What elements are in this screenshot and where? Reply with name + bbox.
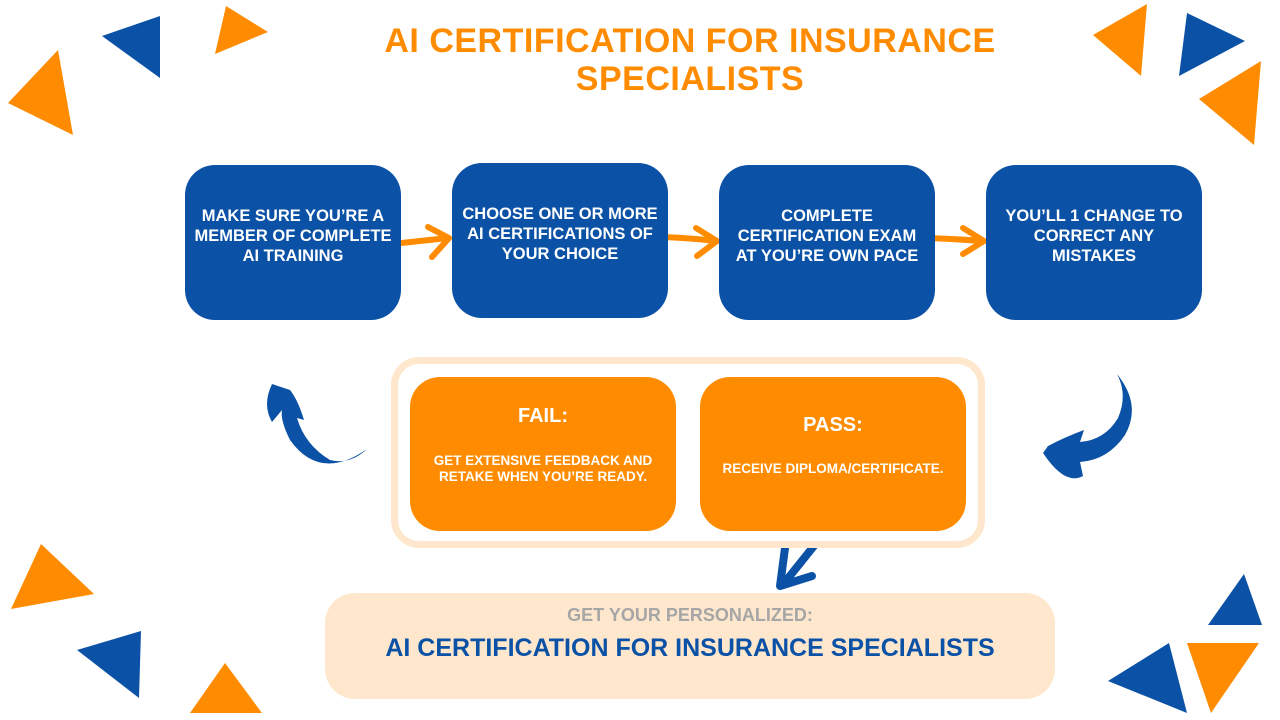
curved-arrow-down-left-icon bbox=[1043, 374, 1132, 479]
step-4-text: YOU’LL 1 CHANGE TO CORRECT ANY MISTAKES bbox=[1005, 206, 1183, 265]
triangle-icon bbox=[8, 50, 73, 135]
curved-arrow-up-icon bbox=[267, 384, 367, 464]
step-1-box: MAKE SURE YOU’RE A MEMBER OF COMPLETE AI… bbox=[185, 165, 401, 320]
final-title: AI CERTIFICATION FOR INSURANCE SPECIALIS… bbox=[385, 634, 995, 662]
triangle-icon bbox=[1208, 574, 1262, 625]
fail-heading: FAIL: bbox=[518, 405, 568, 427]
triangle-icon bbox=[77, 631, 141, 698]
triangle-icon bbox=[1093, 4, 1147, 76]
step-1-text: MAKE SURE YOU’RE A MEMBER OF COMPLETE AI… bbox=[194, 206, 392, 265]
step-3-box: COMPLETE CERTIFICATION EXAM AT YOU’RE OW… bbox=[719, 165, 935, 320]
triangle-icon bbox=[1199, 61, 1261, 145]
step-2-text: CHOOSE ONE OR MORE AI CERTIFICATIONS OF … bbox=[462, 204, 658, 263]
pass-heading: PASS: bbox=[803, 414, 863, 436]
fail-text: GET EXTENSIVE FEEDBACK AND RETAKE WHEN Y… bbox=[433, 453, 653, 484]
triangle-icon bbox=[215, 6, 268, 54]
fail-result-box: FAIL: GET EXTENSIVE FEEDBACK AND RETAKE … bbox=[410, 377, 676, 531]
triangle-icon bbox=[102, 16, 160, 78]
step-2-box: CHOOSE ONE OR MORE AI CERTIFICATIONS OF … bbox=[452, 163, 668, 318]
triangle-icon bbox=[1187, 643, 1259, 713]
step-4-box: YOU’LL 1 CHANGE TO CORRECT ANY MISTAKES bbox=[986, 165, 1202, 320]
step-3-text: COMPLETE CERTIFICATION EXAM AT YOU’RE OW… bbox=[735, 206, 919, 265]
page-title: AI CERTIFICATION FOR INSURANCE SPECIALIS… bbox=[384, 22, 996, 98]
pass-text: RECEIVE DIPLOMA/CERTIFICATE. bbox=[722, 461, 944, 476]
final-certificate-box: GET YOUR PERSONALIZED: AI CERTIFICATION … bbox=[325, 593, 1055, 699]
arrow-right-icon bbox=[660, 225, 720, 259]
triangle-icon bbox=[11, 544, 94, 609]
triangle-icon bbox=[190, 663, 262, 713]
final-subtitle: GET YOUR PERSONALIZED: bbox=[567, 605, 813, 625]
arrow-right-icon bbox=[926, 225, 987, 257]
pass-result-box: PASS: RECEIVE DIPLOMA/CERTIFICATE. bbox=[700, 377, 966, 531]
triangle-icon bbox=[1108, 643, 1187, 713]
triangle-icon bbox=[1179, 13, 1245, 76]
